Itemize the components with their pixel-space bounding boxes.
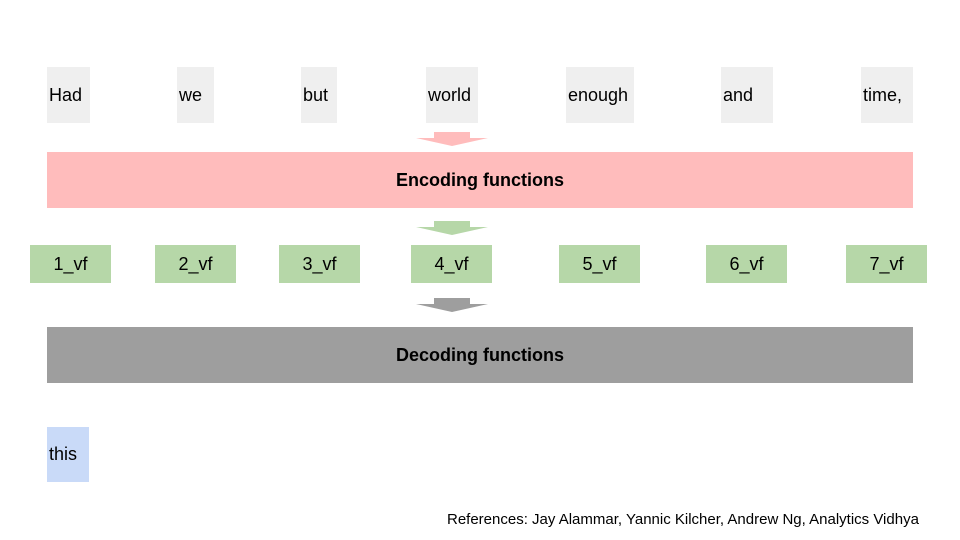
vector-box-5: 5_vf [559, 245, 640, 283]
vector-box-4: 4_vf [411, 245, 492, 283]
input-word-6: and [721, 67, 773, 123]
decoding-functions-band: Decoding functions [47, 327, 913, 383]
arrow-down-icon [416, 298, 488, 312]
output-word: this [47, 427, 89, 482]
vector-box-7: 7_vf [846, 245, 927, 283]
encoding-functions-band: Encoding functions [47, 152, 913, 208]
decoding-functions-label: Decoding functions [396, 344, 564, 365]
references-text: References: Jay Alammar, Yannic Kilcher,… [447, 511, 919, 528]
vector-box-6: 6_vf [706, 245, 787, 283]
input-word-5: enough [566, 67, 634, 123]
input-word-3: but [301, 67, 337, 123]
input-word-2: we [177, 67, 214, 123]
input-word-1: Had [47, 67, 90, 123]
encoding-functions-label: Encoding functions [396, 169, 564, 190]
input-word-7: time, [861, 67, 913, 123]
vector-box-1: 1_vf [30, 245, 111, 283]
input-word-4: world [426, 67, 478, 123]
arrow-down-icon [416, 221, 488, 235]
vector-box-2: 2_vf [155, 245, 236, 283]
vector-box-3: 3_vf [279, 245, 360, 283]
arrow-down-icon [416, 132, 488, 146]
